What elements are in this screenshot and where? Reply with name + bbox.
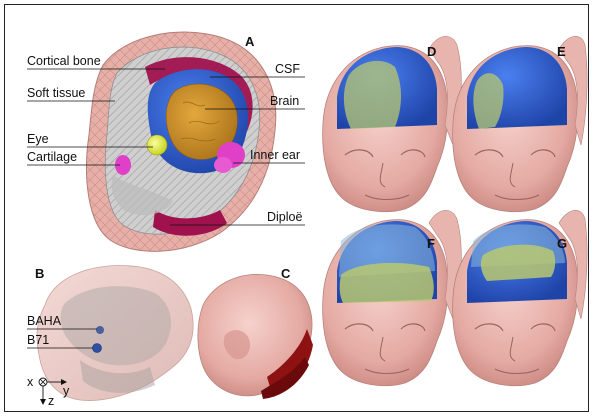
panel-e-illustration [453,36,587,211]
axis-label-x: x [27,375,34,389]
label-csf: CSF [275,62,300,76]
axis-label-y: y [63,384,70,398]
panel-b-illustration [37,266,193,401]
label-b71: B71 [27,333,49,347]
figure-frame: A D E B C F G Cortical bone Soft tissue … [4,4,589,412]
label-eye: Eye [27,132,49,146]
panel-label-g: G [557,236,567,251]
panel-label-e: E [557,44,566,59]
label-brain: Brain [270,94,299,108]
label-inner-ear: Inner ear [250,148,300,162]
label-baha: BAHA [27,314,62,328]
panel-d-illustration [323,36,462,211]
panel-f-illustration [323,210,462,385]
panel-label-b: B [35,266,44,281]
panel-a-illustration [87,32,276,251]
panel-label-c: C [281,266,291,281]
panel-label-d: D [427,44,436,59]
axis-label-z: z [48,394,54,408]
panel-label-a: A [245,34,255,49]
label-soft-tissue: Soft tissue [27,86,85,100]
figure-canvas: A D E B C F G Cortical bone Soft tissue … [5,5,590,413]
label-cartilage: Cartilage [27,150,77,164]
panel-label-f: F [427,236,435,251]
label-diploe: Diploë [267,210,302,224]
panel-c-illustration [198,274,313,399]
label-cortical-bone: Cortical bone [27,54,101,68]
